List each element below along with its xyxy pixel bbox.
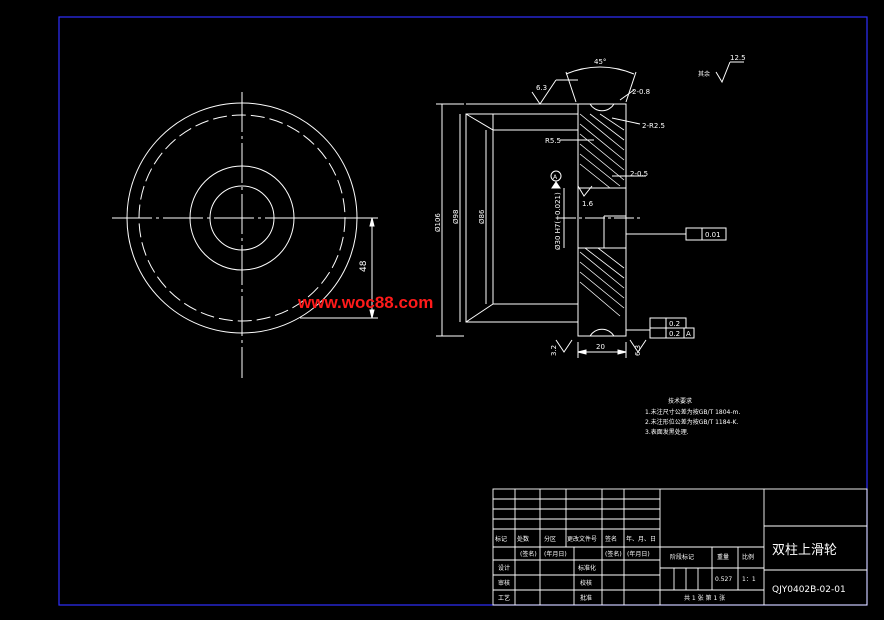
tech-title: 技术要求 — [668, 397, 692, 405]
chamfer-mid: 2-0.5 — [630, 170, 648, 178]
groove-dimension: Ø98 — [452, 210, 460, 224]
angle-label: 45° — [594, 58, 606, 66]
tb-sheets: 共 1 张 第 1 张 — [684, 594, 725, 602]
tb-header-4: 签名 — [605, 535, 617, 543]
roughness-right: 6.3 — [634, 345, 642, 356]
tb-sign-3: (年月日) — [627, 550, 650, 558]
tolerance-datum: A — [686, 330, 691, 338]
drawing-number: QJY0402B-02-01 — [772, 585, 846, 595]
od-dimension: Ø106 — [434, 213, 442, 232]
tb-weight-label: 重量 — [717, 553, 729, 561]
tb-stage: 阶段标记 — [670, 553, 694, 561]
tb-header-2: 分区 — [544, 535, 556, 543]
tech-line-1: 1.未注尺寸公差为按GB/T 1804-m. — [645, 408, 740, 416]
tb-header-3: 更改文件号 — [567, 535, 597, 543]
watermark-text: www.woc88.com — [297, 293, 433, 312]
tb-sign-1: (年月日) — [544, 550, 567, 558]
radius-dimension: 48 — [359, 260, 369, 272]
tb-design: 设计 — [498, 564, 510, 572]
datum-label: A — [553, 174, 558, 181]
tb-weight: 0.527 — [715, 576, 732, 583]
width-dimension: 20 — [596, 343, 605, 351]
title-block — [492, 488, 868, 606]
inner-dimension: Ø86 — [478, 209, 486, 224]
section-view — [436, 61, 744, 358]
tb-header-0: 标记 — [495, 535, 507, 543]
tolerance-2: 0.2 — [669, 330, 680, 338]
chamfer-top: 2-0.8 — [632, 88, 650, 96]
tb-sign-2: (签名) — [605, 550, 622, 558]
bore-dimension: Ø30 H7(+0.021) — [554, 192, 562, 250]
rest-roughness: 12.5 — [730, 54, 746, 62]
groove-radius: R5.5 — [545, 137, 561, 145]
tech-line-2: 2.未注形位公差为按GB/T 1184-K. — [645, 418, 738, 426]
rest-label: 其余 — [698, 70, 710, 78]
tb-header-1: 处数 — [517, 535, 529, 543]
tb-scale-label: 比例 — [742, 553, 754, 561]
tb-header-5: 年、月、日 — [626, 535, 656, 543]
runout-value: 0.01 — [705, 231, 721, 239]
radius-top: 2-R2.5 — [642, 122, 665, 130]
tb-review: 审核 — [498, 579, 510, 587]
tolerance-1: 0.2 — [669, 320, 680, 328]
end-view — [112, 92, 378, 378]
tb-sign-0: (签名) — [520, 550, 537, 558]
roughness-bore: 1.6 — [582, 200, 594, 208]
tb-process: 工艺 — [498, 594, 510, 602]
tb-scale: 1：1 — [742, 576, 756, 583]
part-name: 双柱上滑轮 — [772, 543, 837, 558]
roughness-left: 3.2 — [550, 345, 558, 356]
drawing-frame — [58, 16, 868, 606]
tb-check: 校核 — [580, 579, 592, 587]
tb-approve: 批准 — [580, 594, 592, 602]
tech-line-3: 3.表面发黑处理. — [645, 428, 689, 436]
roughness-top: 6.3 — [536, 84, 547, 92]
tb-standardize: 标准化 — [578, 564, 596, 572]
